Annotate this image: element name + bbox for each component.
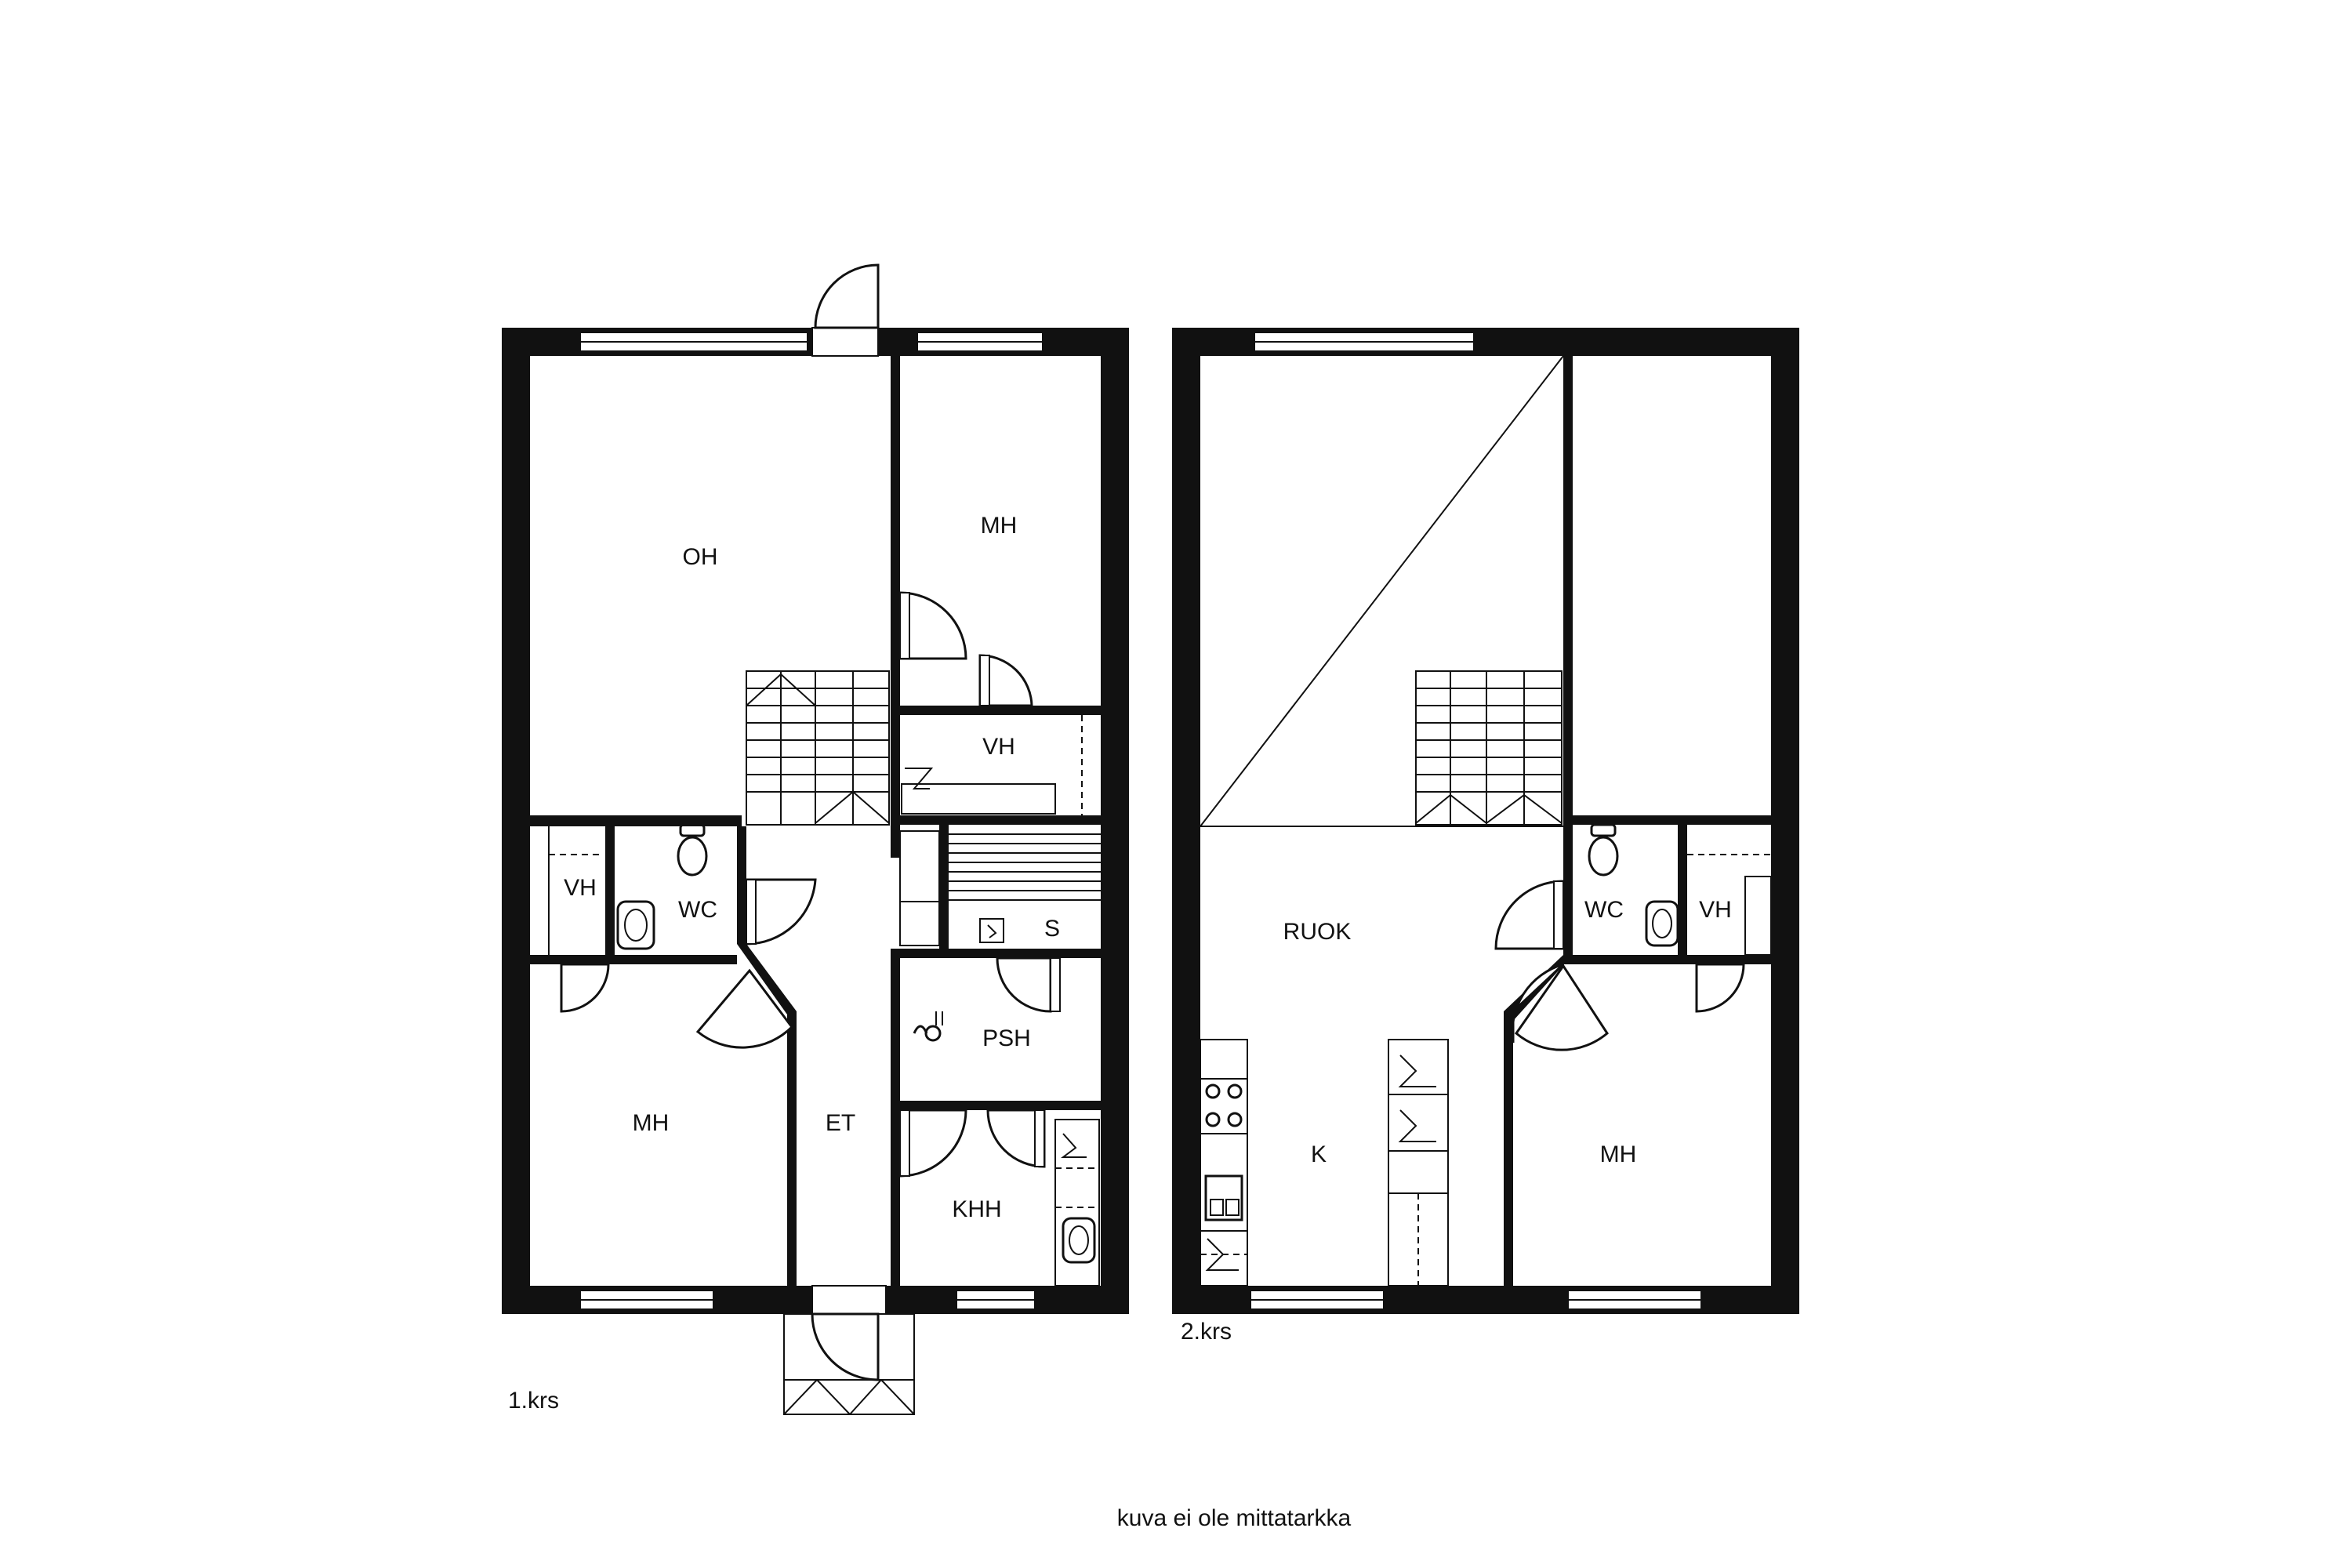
floor1-khh-cabinet [1054, 1119, 1100, 1287]
floor2-wall-bedroom-diagonal [1504, 1011, 1513, 1286]
room-label-ruok: RUOK [1283, 919, 1352, 945]
room-label-et: ET [826, 1110, 855, 1136]
floor1-wall-center-lower [891, 949, 900, 1286]
room-label-mh-2: MH [1600, 1142, 1637, 1167]
floor1-sauna-bench [899, 830, 1101, 946]
room-label-vh-2: VH [1699, 897, 1732, 923]
floor1-door-top-frame [811, 327, 879, 357]
floor1-door-top [814, 263, 880, 329]
floor2-void-diagonal [1200, 355, 1564, 827]
floor1-wall-living-bottom [530, 815, 742, 826]
room-label-mh-bottom: MH [633, 1110, 670, 1136]
floor2-kitchen-counter-right [1388, 1039, 1449, 1287]
floor2-wall-right [1771, 328, 1799, 1314]
floor2-wall-wc-right [1678, 825, 1687, 964]
floor2-door-vh [1695, 963, 1745, 1013]
scale-note: kuva ei ole mittatarkka [1117, 1505, 1352, 1531]
floor1-wall-left [502, 328, 530, 1314]
floor1-door-wc [745, 878, 817, 946]
floor2-door-wc [1494, 880, 1565, 950]
floor1-wall-wc-left [605, 826, 615, 960]
floor-1-plan [502, 263, 1129, 1415]
floor1-wall-psh-bottom [900, 1101, 1101, 1110]
floor2-wall-left [1172, 328, 1200, 1314]
room-label-wc-2: WC [1584, 897, 1624, 923]
room-label-psh: PSH [982, 1025, 1031, 1051]
toilet-icon [677, 823, 708, 877]
floor2-wall-upper-room-bottom [1563, 815, 1771, 825]
floor1-wall-mh-top-bottom [900, 706, 1101, 715]
floor1-wall-hall-diagonal [737, 944, 797, 1286]
room-label-vh-stair: VH [982, 734, 1015, 760]
floor2-door-mh [1511, 963, 1565, 1044]
floor1-door-vh-top [978, 654, 1033, 707]
floor1-door-mh-top [898, 591, 967, 660]
floor1-wall-sauna-bottom [891, 949, 1101, 958]
floor-1-title: 1.krs [508, 1388, 559, 1414]
floor1-stairs [746, 670, 890, 826]
floor2-stairs [1415, 670, 1563, 826]
floor1-wall-vh-bottom [530, 955, 737, 964]
toilet-icon [1588, 823, 1619, 877]
floor2-wall-wc-left [1563, 825, 1573, 960]
floor1-door-psh [996, 956, 1052, 1013]
floor1-wall-sauna-left [939, 825, 949, 952]
floor1-wall-vh-top-bottom [891, 815, 1101, 825]
room-label-k: K [1311, 1142, 1327, 1167]
floor1-vh-shelf [901, 783, 1056, 815]
floor1-door-bottom-frame [811, 1285, 887, 1315]
floor-2-plan [1172, 328, 1799, 1314]
floor2-wall-center [1563, 356, 1573, 842]
room-label-wc-1: WC [678, 897, 717, 923]
floor1-door-vh-left [560, 963, 610, 1013]
shower-icon [913, 1011, 943, 1042]
room-label-oh: OH [683, 544, 718, 570]
room-label-vh-left: VH [564, 875, 597, 901]
room-label-mh-top: MH [981, 513, 1018, 539]
floor2-door-mh-swing [1514, 964, 1609, 1051]
floor-2-title: 2.krs [1181, 1319, 1232, 1345]
floor1-wall-center-upper [891, 356, 900, 858]
floor1-door-mh-bottom [695, 968, 793, 1049]
floor1-wall-right [1101, 328, 1129, 1314]
floor2-kitchen-counter-left [1200, 1039, 1248, 1287]
sink-icon [1062, 1217, 1096, 1264]
sink-icon [1645, 900, 1679, 947]
room-label-sauna: S [1044, 916, 1060, 942]
floor2-wall-block-bottom [1563, 955, 1771, 964]
floor1-wall-wc-right [737, 826, 746, 944]
room-label-khh: KHH [952, 1196, 1001, 1222]
sink-icon [616, 900, 655, 950]
floor1-door-bottom [811, 1312, 880, 1381]
